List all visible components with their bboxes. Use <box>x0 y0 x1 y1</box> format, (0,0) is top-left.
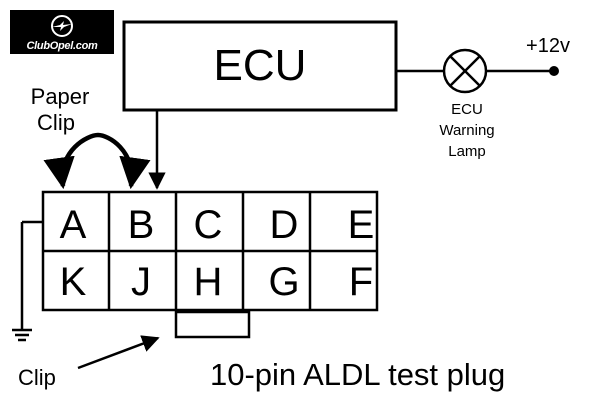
pin-f: F <box>349 260 373 304</box>
diagram-caption: 10-pin ALDL test plug <box>210 357 505 392</box>
lamp-label-line3: Lamp <box>448 143 486 160</box>
warning-lamp-icon <box>442 48 488 94</box>
ground-icon <box>12 220 43 342</box>
connector-clip-tab <box>174 310 251 339</box>
pin-d: D <box>270 203 299 247</box>
ecu-label: ECU <box>214 41 307 90</box>
paper-clip-label-line1: Paper <box>31 84 90 109</box>
pin-j: J <box>131 260 151 304</box>
pin-a: A <box>60 203 87 247</box>
pin-c: C <box>194 203 223 247</box>
aldl-connector <box>41 190 379 312</box>
lamp-label-line1: ECU <box>451 101 483 118</box>
supply-terminal-dot <box>549 66 559 76</box>
paper-clip-jumper <box>43 132 151 190</box>
pin-e: E <box>348 203 375 247</box>
paper-clip-label-line2: Clip <box>37 110 75 135</box>
pin-h: H <box>194 260 223 304</box>
pin-k: K <box>60 260 87 304</box>
clip-pointer-arrow <box>77 335 160 370</box>
lamp-label-line2: Warning <box>439 122 494 139</box>
clip-label: Clip <box>18 365 56 390</box>
logo-text: ClubOpel.com <box>26 40 98 52</box>
clubopel-logo: ClubOpel.com <box>10 10 114 54</box>
ecu-box <box>122 20 398 112</box>
supply-voltage-label: +12v <box>526 35 570 57</box>
pin-g: G <box>268 260 299 304</box>
opel-blitz-logo <box>51 15 73 37</box>
pin-b: B <box>128 203 155 247</box>
